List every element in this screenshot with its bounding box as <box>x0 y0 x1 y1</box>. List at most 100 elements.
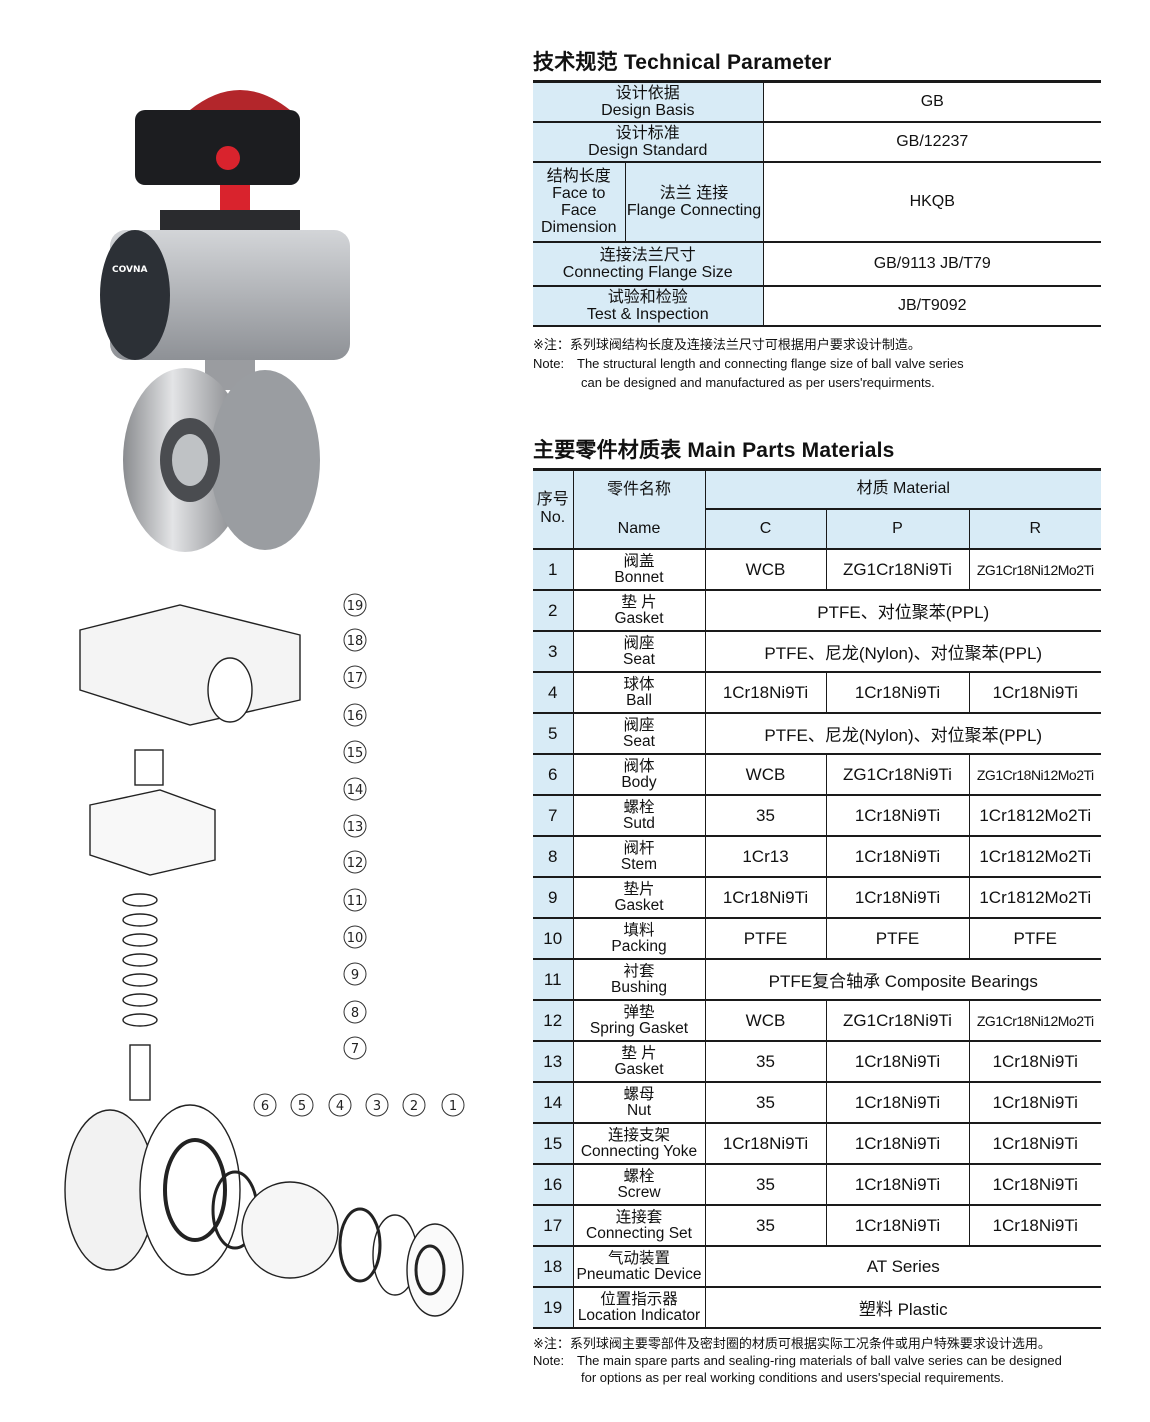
material-r: ZG1Cr18Ni12Mo2Ti <box>969 1000 1102 1042</box>
part-name-en: Gasket <box>614 1060 664 1078</box>
part-number: 3 <box>533 631 573 673</box>
callout-1: 1 <box>441 1093 465 1117</box>
part-number: 4 <box>533 672 573 714</box>
material-c: 35 <box>705 1164 827 1206</box>
valve-illustrations: COVNA <box>64 90 465 1317</box>
header-p: P <box>826 509 970 550</box>
exploded-diagram <box>64 604 464 1317</box>
callout-14: 14 <box>343 777 367 801</box>
part-number: 8 <box>533 836 573 878</box>
product-photo: COVNA <box>100 90 350 552</box>
callout-11: 11 <box>343 888 367 912</box>
material-p: 1Cr18Ni9Ti <box>826 836 970 878</box>
main-parts-title: 主要零件材质表 Main Parts Materials <box>533 438 895 462</box>
row-value: GB/9113 JB/T79 <box>763 241 1101 287</box>
note-zh: ※注：系列球阀结构长度及连接法兰尺寸可根据用户要求设计制造。 <box>533 336 921 352</box>
material-all: PTFE复合轴承 Composite Bearings <box>705 959 1102 1001</box>
material-r: 1Cr1812Mo2Ti <box>969 795 1102 837</box>
part-number: 6 <box>533 754 573 796</box>
part-name-zh: 垫 片 <box>621 1044 657 1062</box>
note-en-line1: The structural length and connecting fla… <box>577 355 964 371</box>
callout-17: 17 <box>343 665 367 689</box>
callout-7: 7 <box>343 1036 367 1060</box>
part-name-en: Stem <box>620 855 658 873</box>
callout-19: 19 <box>343 593 367 617</box>
header-r: R <box>969 509 1102 550</box>
brand-logo: COVNA <box>112 265 148 275</box>
callout-8: 8 <box>343 1000 367 1024</box>
table-header-row: Name C P R <box>533 509 1102 550</box>
material-p: 1Cr18Ni9Ti <box>826 1164 970 1206</box>
material-r: 1Cr1812Mo2Ti <box>969 836 1102 878</box>
material-r: PTFE <box>969 918 1102 960</box>
part-name-en: Spring Gasket <box>589 1019 689 1037</box>
part-name-zh: 阀座 <box>623 634 655 652</box>
svg-text:18: 18 <box>347 634 364 649</box>
material-r: 1Cr18Ni9Ti <box>969 1164 1102 1206</box>
part-name-zh: 螺母 <box>623 1085 655 1103</box>
header-name-zh: 零件名称 <box>573 467 706 509</box>
material-r: ZG1Cr18Ni12Mo2Ti <box>969 754 1102 796</box>
part-number: 2 <box>533 590 573 632</box>
part-name-zh: 螺栓 <box>623 1167 655 1185</box>
part-number: 19 <box>533 1287 573 1329</box>
cable-port-icon <box>216 146 240 170</box>
svg-text:16: 16 <box>347 709 364 724</box>
part-name-zh: 阀杆 <box>623 839 655 857</box>
material-c: 1Cr13 <box>705 836 827 878</box>
note-label: Note: <box>533 1353 565 1368</box>
part-number: 10 <box>533 918 573 960</box>
material-p: ZG1Cr18Ni9Ti <box>826 1000 970 1042</box>
part-number: 11 <box>533 959 573 1001</box>
row-value: GB/12237 <box>763 121 1101 163</box>
part-name-zh: 衬套 <box>623 962 655 980</box>
material-r: 1Cr18Ni9Ti <box>969 672 1102 714</box>
technical-parameter-title: 技术规范 Technical Parameter <box>533 51 832 74</box>
callout-15: 15 <box>343 740 367 764</box>
material-p: ZG1Cr18Ni9Ti <box>826 549 970 591</box>
part-number: 14 <box>533 1082 573 1124</box>
material-r: 1Cr18Ni9Ti <box>969 1123 1102 1165</box>
material-c: 35 <box>705 795 827 837</box>
svg-text:1: 1 <box>449 1099 457 1114</box>
callout-4: 4 <box>328 1093 352 1117</box>
material-p: 1Cr18Ni9Ti <box>826 795 970 837</box>
material-all: PTFE、尼龙(Nylon)、对位聚苯(PPL) <box>705 631 1102 673</box>
material-p: 1Cr18Ni9Ti <box>826 672 970 714</box>
material-c: 1Cr18Ni9Ti <box>705 877 827 919</box>
callout-16: 16 <box>343 703 367 727</box>
pneumatic-actuator <box>110 230 350 360</box>
svg-text:4: 4 <box>336 1099 344 1114</box>
svg-text:13: 13 <box>347 820 364 835</box>
part-name-en: Connecting Set <box>586 1224 692 1242</box>
header-c: C <box>705 509 827 550</box>
callout-2: 2 <box>402 1093 426 1117</box>
material-c: 35 <box>705 1205 827 1247</box>
part-name-zh: 连接支架 <box>607 1126 670 1144</box>
